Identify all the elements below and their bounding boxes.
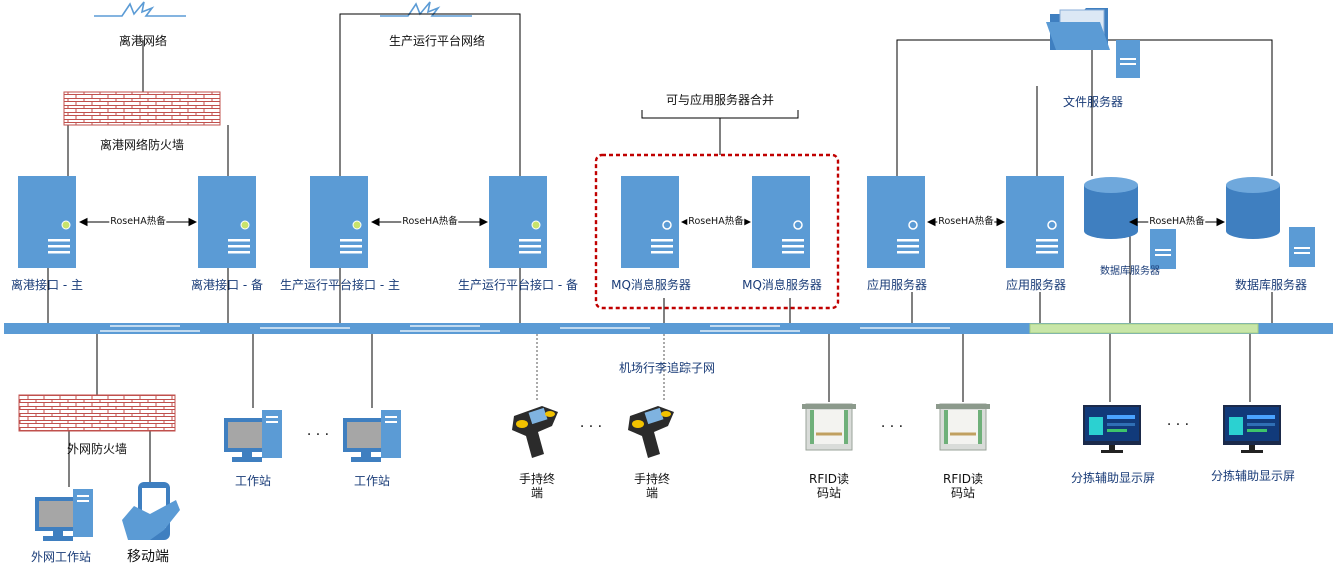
client-label: 分拣辅助显示屏 — [1210, 469, 1296, 483]
workstation-icon — [224, 410, 282, 462]
server-label: MQ消息服务器 — [611, 278, 691, 292]
client-label: 手持终端 — [518, 472, 555, 500]
ellipsis: · · · — [306, 427, 330, 443]
server-label: 应用服务器 — [866, 278, 928, 292]
external-firewall-label: 外网防火墙 — [66, 442, 128, 456]
client-label: 手持终端 — [633, 472, 670, 500]
display-screen-icon — [1223, 405, 1281, 453]
network-backbone — [4, 323, 1333, 334]
handheld-icon — [512, 406, 558, 458]
client-label: 分拣辅助显示屏 — [1070, 471, 1156, 485]
server-label: 应用服务器 — [1005, 278, 1067, 292]
file-server-icon — [1046, 8, 1140, 78]
client-label: RFID读码站 — [808, 472, 850, 500]
server-label: 离港接口 - 主 — [11, 278, 83, 292]
hot-standby-label: RoseHA热备 — [1148, 216, 1206, 227]
mobile-icon — [122, 482, 180, 540]
production-network-label: 生产运行平台网络 — [388, 34, 486, 48]
rfid-station-icon — [800, 402, 858, 452]
server-label: 数据库服务器 — [1234, 278, 1308, 292]
client-label: 外网工作站 — [30, 550, 92, 564]
firewall-icon — [63, 91, 221, 126]
handheld-icon — [628, 406, 674, 458]
ellipsis: · · · — [1166, 417, 1190, 433]
server-label: 数据库服务器 — [1100, 266, 1160, 277]
file-server-label: 文件服务器 — [1062, 95, 1124, 109]
hot-standby-label: RoseHA热备 — [109, 216, 167, 227]
database-icon — [1084, 177, 1315, 269]
ellipsis: · · · — [880, 419, 904, 435]
departure-firewall-label: 离港网络防火墙 — [99, 138, 185, 152]
rfid-station-icon — [934, 402, 992, 452]
server-icon — [18, 176, 1064, 268]
merge-note: 可与应用服务器合并 — [665, 93, 775, 107]
workstation-icon — [35, 489, 93, 541]
hot-standby-label: RoseHA热备 — [401, 216, 459, 227]
server-label: MQ消息服务器 — [742, 278, 822, 292]
mq-group-box — [594, 153, 840, 310]
firewall-icon — [18, 394, 176, 432]
workstation-icon — [343, 410, 401, 462]
display-screen-icon — [1083, 405, 1141, 453]
server-label: 生产运行平台接口 - 主 — [280, 278, 400, 292]
network-cloud-icon — [93, 1, 187, 17]
client-label: 工作站 — [234, 474, 272, 488]
hot-standby-label: RoseHA热备 — [937, 216, 995, 227]
departure-network-label: 离港网络 — [118, 34, 168, 48]
note-bracket — [641, 110, 799, 119]
client-label: 工作站 — [353, 474, 391, 488]
ellipsis: · · · — [579, 419, 603, 435]
client-label: RFID读码站 — [942, 472, 984, 500]
client-label: 移动端 — [127, 549, 169, 565]
server-label: 离港接口 - 备 — [191, 278, 263, 292]
server-label: 生产运行平台接口 - 备 — [458, 278, 578, 292]
subnet-label: 机场行李追踪子网 — [618, 361, 716, 375]
hot-standby-label: RoseHA热备 — [687, 216, 745, 227]
